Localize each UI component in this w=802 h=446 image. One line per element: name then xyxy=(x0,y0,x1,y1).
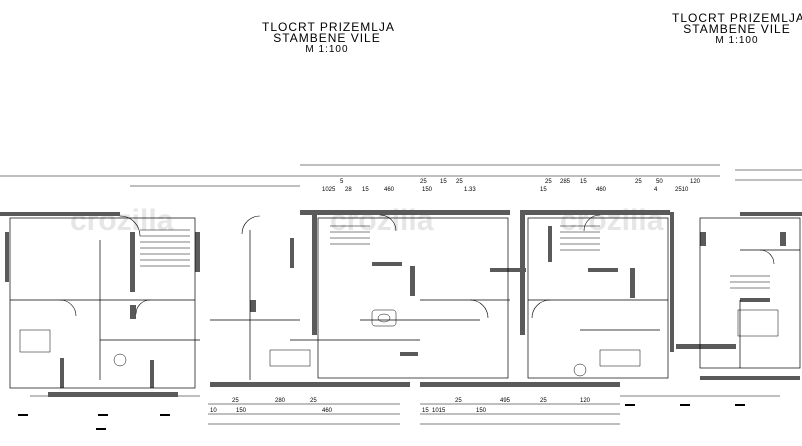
dimension-label: 5 xyxy=(340,179,344,185)
title-line-3: M 1:100 xyxy=(305,44,349,55)
dimension-label: 25 xyxy=(545,179,552,185)
dimension-label: 10 xyxy=(210,408,217,414)
furniture xyxy=(19,309,779,377)
dimension-label: 15 xyxy=(580,179,587,185)
dimension-label: 150 xyxy=(236,408,247,414)
title-line-2: STAMBENE VILE xyxy=(683,22,791,36)
dimension-lines xyxy=(0,164,802,425)
dimension-label: 15 xyxy=(422,408,429,414)
dimension-label: 1.33 xyxy=(464,187,476,193)
dimension-label: 460 xyxy=(596,187,607,193)
dimension-label: 120 xyxy=(690,179,701,185)
dimension-label: 285 xyxy=(560,179,571,185)
watermark-text: crozilla xyxy=(70,204,174,237)
dimension-label: 150 xyxy=(422,187,433,193)
dimension-labels: 5 25 15 25 25 285 15 25 50 120 1025 28 1… xyxy=(210,179,701,414)
dimension-label: 1015 xyxy=(432,408,446,414)
dimension-label: 150 xyxy=(476,408,487,414)
dimension-label: 25 xyxy=(310,398,317,404)
dimension-label: 1025 xyxy=(322,187,336,193)
door-swings xyxy=(59,214,775,319)
drawing-title-left: TLOCRT PRIZEMLJA STAMBENE VILE M 1:100 xyxy=(262,20,395,55)
dimension-label: 25 xyxy=(540,398,547,404)
staircase xyxy=(140,225,770,289)
dimension-label: 25 xyxy=(455,398,462,404)
title-line-1: TLOCRT PRIZEMLJA KAT xyxy=(672,11,802,25)
dimension-label: 15 xyxy=(362,187,369,193)
dimension-label: 15 xyxy=(540,187,547,193)
thin-lines xyxy=(9,217,801,389)
dimension-label: 460 xyxy=(322,408,333,414)
watermark-text: crozilla xyxy=(560,204,664,237)
bottom-dimension-ticks xyxy=(18,404,745,430)
dimension-label: 460 xyxy=(384,187,395,193)
dimension-label: 25 xyxy=(635,179,642,185)
title-line-3: M 1:100 xyxy=(715,35,759,46)
dimension-label: 25 xyxy=(420,179,427,185)
dimension-label: 2510 xyxy=(675,187,689,193)
dimension-label: 50 xyxy=(656,179,663,185)
title-line-1: TLOCRT PRIZEMLJA xyxy=(262,20,395,34)
dimension-label: 495 xyxy=(500,398,511,404)
dimension-label: 28 xyxy=(345,187,352,193)
watermark-text: crozilla xyxy=(330,204,434,237)
dimension-label: 280 xyxy=(275,398,286,404)
walls xyxy=(0,210,802,397)
dimension-label: 25 xyxy=(456,179,463,185)
drawing-title-right: TLOCRT PRIZEMLJA KAT STAMBENE VILE M 1:1… xyxy=(672,11,802,46)
title-line-2: STAMBENE VILE xyxy=(273,31,381,45)
dimension-label: 120 xyxy=(580,398,591,404)
dimension-label: 15 xyxy=(440,179,447,185)
dimension-label: 25 xyxy=(232,398,239,404)
dimension-label: 4 xyxy=(654,187,658,193)
